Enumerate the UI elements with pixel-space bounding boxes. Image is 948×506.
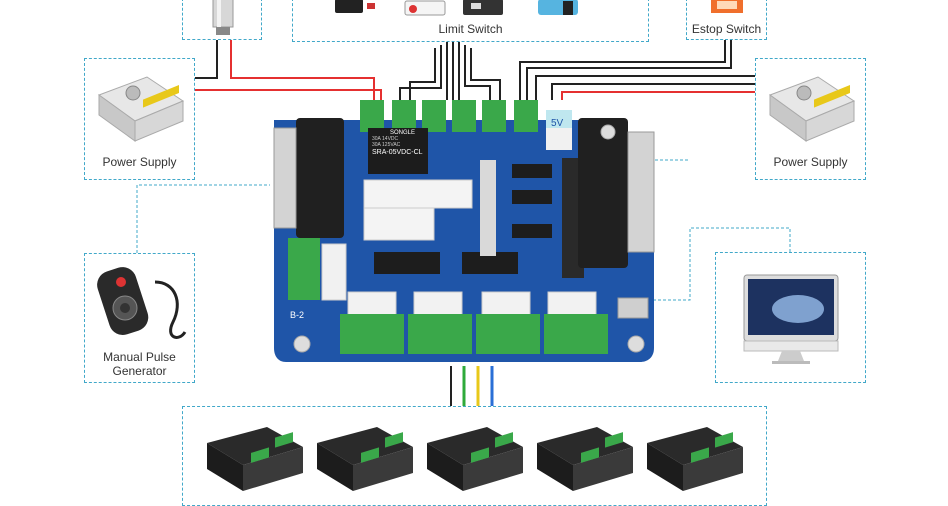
limit-switch-label: Limit Switch <box>438 22 503 36</box>
psu-right-wire-red <box>561 91 755 100</box>
top-terminals <box>360 100 572 150</box>
stepper-drivers-box <box>182 406 767 506</box>
limit-wire-4 <box>399 45 442 100</box>
estop-icon <box>711 0 743 13</box>
label-b2: B-2 <box>290 310 304 320</box>
spindle-icon <box>212 0 234 35</box>
estop-switch-label: Estop Switch <box>691 22 762 36</box>
db25-left <box>296 118 344 238</box>
computer-box <box>715 252 866 383</box>
mpg-connector <box>136 184 270 253</box>
relay-model: SRA-05VDC-CL <box>372 149 423 156</box>
stepper-driver-icon <box>427 427 523 491</box>
relay <box>368 128 428 174</box>
spindle-box <box>182 0 262 40</box>
power-supply-right-label: Power Supply <box>773 155 848 169</box>
stepper-driver-icon <box>207 427 303 491</box>
stepper-driver-icon <box>537 427 633 491</box>
limit-wire-5 <box>409 48 436 100</box>
psu-left-wire-red <box>195 89 382 100</box>
estop-wire-2 <box>526 40 732 100</box>
relay-brand: SONGLE <box>390 130 415 136</box>
limit-wire-6 <box>464 45 491 100</box>
power-supply-left-box: Power Supply <box>84 58 195 180</box>
limit-switch-box: Limit Switch <box>292 0 649 42</box>
breakout-board: SONGLE 30A 14VDC 30A 125VAC SRA-05VDC-CL… <box>273 100 655 362</box>
mpg-label-line2: Generator <box>112 364 167 378</box>
mpg-handwheel-icon <box>97 267 187 339</box>
limit-wire-7 <box>470 48 501 100</box>
estop-switch-box: Estop Switch <box>686 0 767 40</box>
monitor-icon <box>743 274 839 364</box>
limit-switch-icon <box>335 0 578 16</box>
mpg-label-line1: Manual Pulse <box>103 350 176 364</box>
mpg-box: Manual Pulse Generator <box>84 253 195 383</box>
usb-port <box>617 297 649 319</box>
power-supply-right-box: Power Supply <box>755 58 866 180</box>
power-supply-icon <box>97 76 185 142</box>
relay-rating-1: 30A 14VDC <box>372 136 399 142</box>
pc-connector <box>640 227 791 301</box>
power-supply-left-label: Power Supply <box>102 155 177 169</box>
psu-right-wire-black2 <box>551 83 755 100</box>
psu-right-wire-black <box>535 75 755 100</box>
stepper-driver-icon <box>647 427 743 491</box>
power-supply-icon <box>768 76 856 142</box>
estop-wire-1 <box>519 40 726 100</box>
stepper-driver-icon <box>317 427 413 491</box>
spindle-wire-black <box>195 40 218 79</box>
label-5v: 5V <box>551 118 564 129</box>
db25-right <box>578 118 628 268</box>
relay-rating-2: 30A 125VAC <box>372 142 401 148</box>
